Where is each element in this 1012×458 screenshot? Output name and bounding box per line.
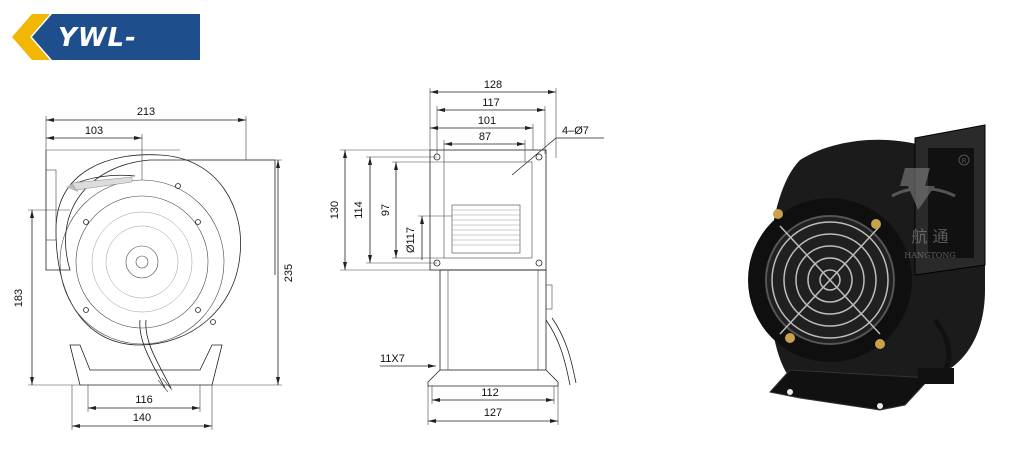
dim-slot: 11X7 [380, 353, 405, 365]
dim-diameter-117: Ø117 [405, 227, 417, 253]
dim-130: 130 [329, 201, 341, 219]
dim-114: 114 [353, 201, 365, 219]
dim-235: 235 [283, 264, 295, 282]
side-view: 128 117 101 87 4–Ø7 130 [329, 79, 604, 425]
dim-103: 103 [85, 125, 103, 137]
brand-cn: 航 通 [911, 227, 948, 246]
dim-112: 112 [481, 387, 499, 399]
holes-label: 4–Ø7 [562, 125, 589, 137]
dim-97: 97 [380, 204, 392, 216]
registered-mark: R [962, 157, 967, 165]
front-view: 213 103 235 183 116 140 [13, 106, 295, 430]
model-title: YWL-150QD [58, 23, 161, 93]
dim-116: 116 [135, 394, 153, 406]
product-photo: R 航 通 HANGTONG [748, 124, 986, 411]
badge-background [12, 14, 200, 60]
dim-117: 117 [482, 97, 500, 109]
dim-213: 213 [137, 106, 155, 118]
dim-128: 128 [484, 79, 502, 91]
dim-183: 183 [13, 289, 25, 307]
hangtong-logo: R 航 通 HANGTONG [891, 154, 970, 260]
brand-en: HANGTONG [904, 251, 955, 260]
model-badge: YWL-150QD [12, 14, 200, 93]
dim-127: 127 [484, 407, 502, 419]
dim-101: 101 [478, 115, 496, 127]
dim-140: 140 [133, 412, 151, 424]
dim-87: 87 [479, 131, 491, 143]
